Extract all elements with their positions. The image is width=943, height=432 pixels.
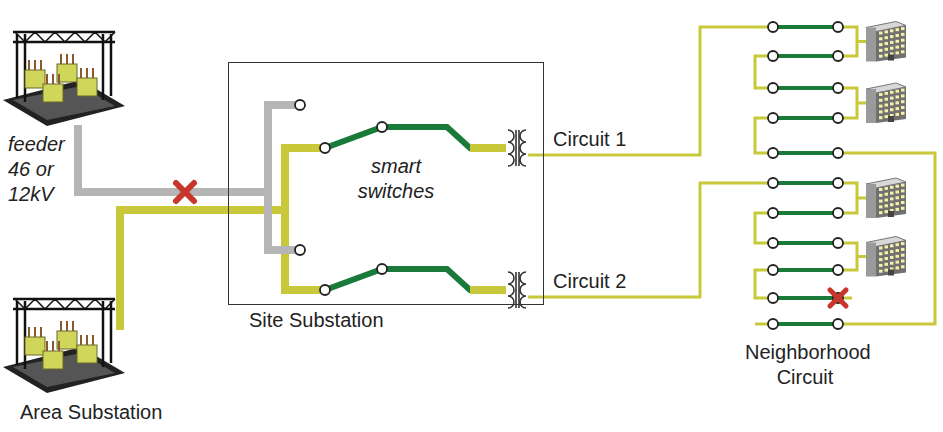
substation-icons bbox=[3, 32, 125, 393]
switch-output bbox=[470, 148, 506, 290]
building-icon bbox=[866, 237, 906, 277]
fault-mark bbox=[176, 183, 194, 201]
circuit-label: Circuit 1 bbox=[553, 127, 626, 152]
substation-label: Area Substation bbox=[20, 400, 162, 425]
feeder-label: feeder 46 or 12kV bbox=[8, 132, 72, 207]
failed-bus bbox=[264, 246, 297, 254]
building-icon bbox=[866, 83, 906, 123]
failed-feeder bbox=[78, 125, 268, 192]
active-bus bbox=[281, 286, 322, 294]
fault-mark bbox=[830, 290, 846, 306]
failed-bus bbox=[264, 101, 297, 109]
building-icon bbox=[866, 22, 906, 62]
neighborhood-label: Neighborhood Circuit bbox=[745, 340, 865, 390]
substation-icon bbox=[3, 32, 125, 126]
active-bus bbox=[281, 144, 322, 152]
building-icon bbox=[866, 178, 906, 218]
substation-icon bbox=[3, 299, 125, 393]
smart-switch bbox=[325, 127, 470, 290]
neighborhood-circuit bbox=[755, 22, 935, 330]
circuit-label: Circuit 2 bbox=[553, 269, 626, 294]
failed-bus bbox=[264, 105, 272, 250]
circuit-line bbox=[528, 27, 768, 297]
active-bus bbox=[281, 148, 289, 290]
node-heading: Site Substation bbox=[249, 308, 384, 333]
switch-label: smart switches bbox=[350, 154, 442, 204]
transformer-symbol bbox=[508, 130, 526, 308]
